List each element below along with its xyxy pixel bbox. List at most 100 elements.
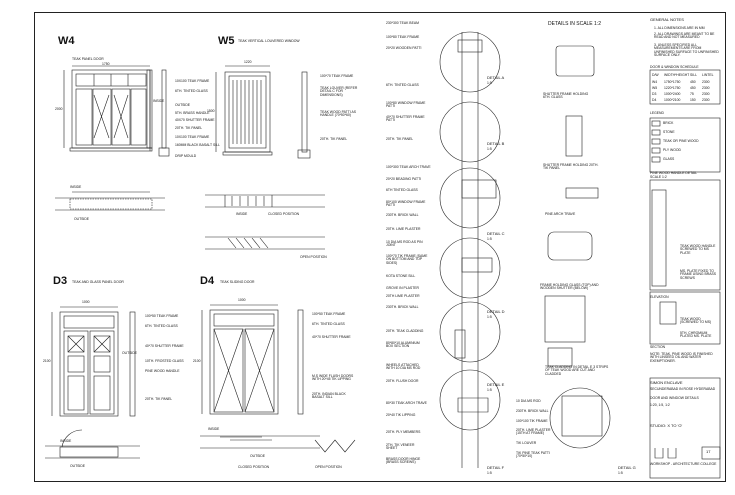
d3-tag-1: 6TH. TINTED GLASS xyxy=(145,324,178,328)
w4-tag-3: OUTSIDE xyxy=(175,103,191,107)
d4-width: 1000 xyxy=(238,298,246,302)
detail-g-scale: 1:5 xyxy=(618,471,623,475)
details-label-10: TIK PINE TEAK PATTI (70*50*10) xyxy=(516,451,550,459)
detail-f-scale: 1:5 xyxy=(487,471,492,475)
d3-plan-inside: INSIDE xyxy=(60,439,72,443)
w4-elevation xyxy=(63,65,153,152)
project-name: SIMON ENCLAVE xyxy=(650,380,683,385)
w5-tag-0: 100*70 TEAK FRAME xyxy=(320,74,354,78)
w4-plan-outside: OUTSIDE xyxy=(74,217,90,221)
sec-label-5: 40*70 SHUTTER FRAME PATTI xyxy=(386,115,425,123)
w5-tag-2: TEAK WOOD PATTI AS HANDLE (70*50*60) xyxy=(320,110,357,118)
sec-label-22: WHEELS ATTACHED WITH 10 DIA MS ROD xyxy=(386,363,421,371)
sched-r1c0: W5 xyxy=(652,86,658,90)
d4-tag-1: 6TH. TINTED GLASS xyxy=(312,322,345,326)
detail-e: DETAIL E xyxy=(487,382,505,387)
detail-a: DETAIL A xyxy=(487,75,505,80)
sheet-title: DOOR AND WINDOW DETAILS xyxy=(650,396,699,400)
detail-g: DETAIL G xyxy=(618,465,636,470)
title-block-lines xyxy=(649,69,721,479)
details-label-7: 100*100 TIK FRAME xyxy=(516,419,548,423)
w4-tag-2: INSIDE xyxy=(153,99,165,103)
sched-r3c3: 2300 xyxy=(702,98,710,102)
d3-tag: D3 xyxy=(53,275,68,287)
sched-h3: LINTEL xyxy=(702,73,714,77)
sec-label-7: 100*300 TEAK ARCH TRAVE xyxy=(386,165,431,169)
w4-width: 1750 xyxy=(102,62,110,66)
d3-side-section xyxy=(129,311,136,417)
schedule-title: DOOR & WINDOW SCHEDULE xyxy=(650,65,699,69)
sec-label-20: 20TH. TEAK CLADDING xyxy=(386,329,424,333)
details-label-0: SHUTTER FRAME HOLDING 6TH. GLASS xyxy=(543,92,589,100)
sched-h2: SILL xyxy=(690,73,697,77)
details-label-8: 20TH. LIME PLASTER (15TH AT FRAME) xyxy=(516,428,551,436)
d3-tag-2: 40*70 SHUTTER FRAME xyxy=(145,344,184,348)
w5-plan xyxy=(205,194,325,250)
w5-open: OPEN POSITION xyxy=(300,255,327,259)
w5-elevation xyxy=(215,65,273,156)
sched-r1c1: 1220*1750 xyxy=(664,86,681,90)
details-label-2: PINE ARCH TRAVE xyxy=(545,212,576,216)
institution: WORKSHOP - ARCHITECTURE COLLEGE xyxy=(650,462,717,466)
w5-width: 1220 xyxy=(244,60,252,64)
d4-open: OPEN POSITION xyxy=(315,465,342,469)
sec-label-24: 80*30 TEAK ARCH TRAVE xyxy=(386,401,427,405)
details-label-3: FRAME HOLDING GLASS (TOP) AND WOODEN SHU… xyxy=(540,283,599,291)
details-label-4: TEAK CLADDING IN DETAIL E 3 STRIPS OF TE… xyxy=(545,365,609,376)
w4-plan-inside: INSIDE xyxy=(70,185,82,189)
w4-tag-7: 10X100 TEAK FRAME xyxy=(175,135,210,139)
w4-tag-0: 10X100 TEAK FRAME xyxy=(175,79,210,83)
w4-tag-4: 5TH. BRASS HANDLE xyxy=(175,111,210,115)
d3-tag-0: 100*50 TEAK FRAME xyxy=(145,314,179,318)
sec-label-25: 20*40 TIK LIPPING xyxy=(386,413,416,417)
sched-r1c2: 450 xyxy=(690,86,696,90)
sec-label-14: 100*70 TIK FRAME (SAME ON BOTTOM AND TOP… xyxy=(386,254,428,265)
sched-r3c0: D4 xyxy=(652,98,657,102)
studio-tag: STUDIO: X TO 'O' xyxy=(650,423,683,428)
detail-f: DETAIL F xyxy=(487,465,505,470)
detail-b: DETAIL B xyxy=(487,141,505,146)
w5-tag: W5 xyxy=(218,35,235,47)
sched-r3c1: 1000*2100 xyxy=(664,98,681,102)
sched-r1c3: 2300 xyxy=(702,86,710,90)
d4-title: TEAK SLIDING DOOR xyxy=(220,280,255,284)
sched-r3c2: 150 xyxy=(690,98,696,102)
d4-tag-2: 40*70 SHUTTER FRAME xyxy=(312,335,351,339)
sched-r2c1: 1000*2400 xyxy=(664,92,681,96)
handle-note-1: MS. PLATE FIXED TO FRAME USING BRASS SCR… xyxy=(680,269,716,280)
d3-width: 1000 xyxy=(82,300,90,304)
legend-3: PLY WOOD xyxy=(663,148,681,152)
sec-label-12: 20TH. LIME PLASTER xyxy=(386,227,421,231)
w4-side-section xyxy=(158,69,170,157)
detail-c: DETAIL C xyxy=(487,231,505,236)
sec-label-17: GROVE IN PLASTER xyxy=(386,286,419,290)
w4-tag-5: 40X70 SHUTTER FRAME xyxy=(175,118,215,122)
w5-title: TEAK VERTICAL LOUVERED WINDOW xyxy=(238,39,300,43)
handle-note-0: TEAK WOOD HANDLE SCREWED TO MS PLATE xyxy=(680,244,716,255)
d4-plan-outside: OUTSIDE xyxy=(250,454,266,458)
sec-label-8: 20*20 BEADING PATTI xyxy=(386,177,422,181)
d3-plan xyxy=(45,429,140,459)
d4-tag-4: 20TH. INDIAN BLACK BASALT SILL xyxy=(312,392,346,400)
sheet-scales: 1:20, 1:5, 1:2 xyxy=(650,403,670,407)
sec-label-13: 10 DIA MS ROD AS PIN JOINT xyxy=(386,240,423,248)
sec-label-3: 6TH. TINTED GLASS xyxy=(386,83,419,87)
d3-elevation xyxy=(51,306,119,417)
sched-r2c0: D3 xyxy=(652,92,657,96)
w4-height: 2000 xyxy=(55,107,63,111)
handle-title: PINE WOOD HANDLE DETAIL xyxy=(650,171,698,175)
sched-h1: WIDTH*HEIGHT xyxy=(664,73,690,77)
sec-label-10: 80*100 WINDOW FRAME PATTI xyxy=(386,200,426,208)
sec-label-16: KOTA STONE SILL xyxy=(386,274,416,278)
note-2: 3. UNLESS SPECIFIED ALL MEASUREMENTS ARE… xyxy=(654,43,719,58)
d3-tag-3: 10TH. FROSTED GLASS xyxy=(145,359,184,363)
d4-closed: CLOSED POSITION xyxy=(238,465,270,469)
w4-tag-1: 6TH. TINTED GLASS xyxy=(175,89,208,93)
sched-r2c3: 2300 xyxy=(702,92,710,96)
sheet-number: 17 xyxy=(706,449,711,454)
sheet-border xyxy=(34,12,726,482)
sec-label-23: 20TH. FLUSH DOOR xyxy=(386,379,419,383)
d4-tag-0: 100*50 TEAK FRAME xyxy=(312,312,346,316)
